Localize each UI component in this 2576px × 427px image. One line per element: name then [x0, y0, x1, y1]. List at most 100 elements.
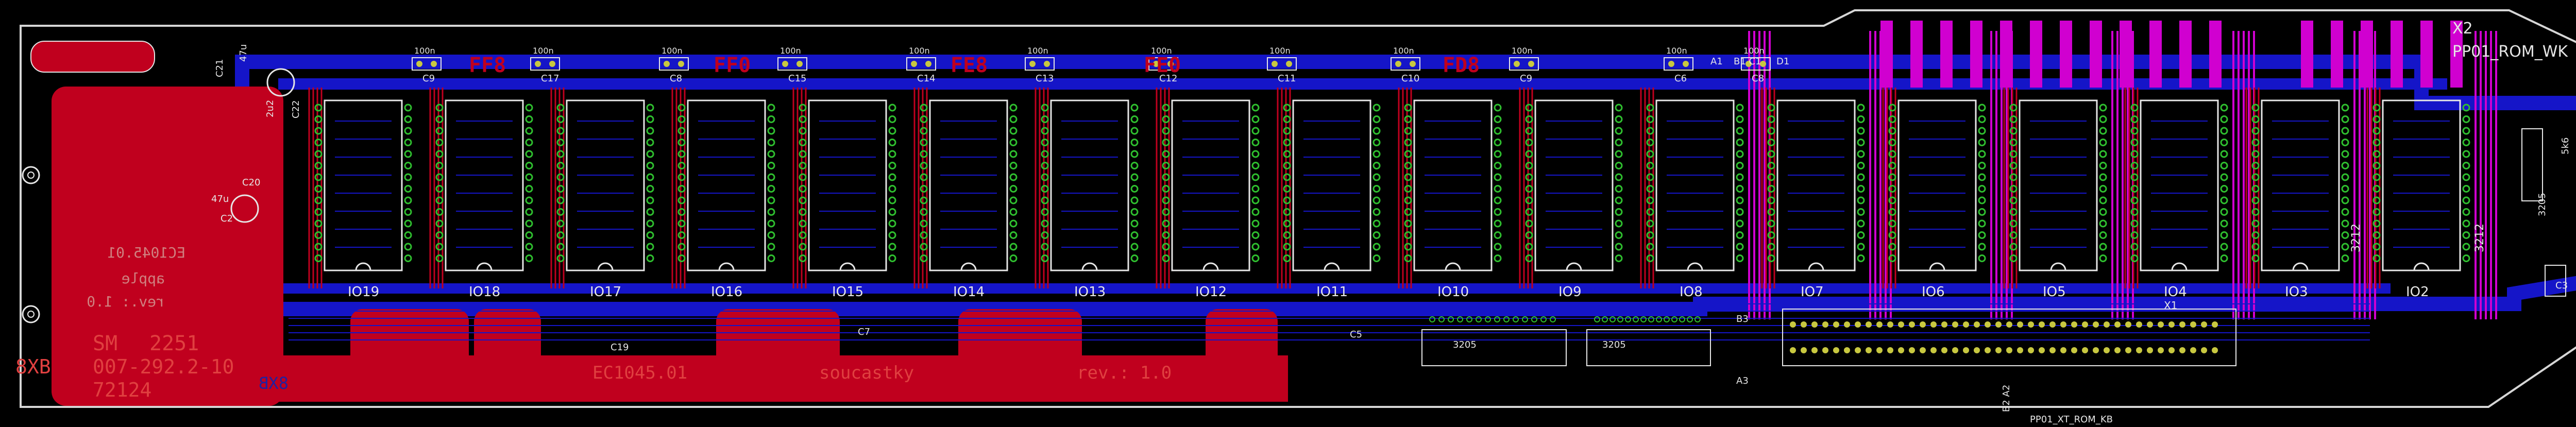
- label-sm: SM: [93, 332, 117, 355]
- ic-label: IO5: [2043, 284, 2066, 300]
- ic-pin: [1615, 127, 1623, 135]
- cap-body: [412, 57, 442, 71]
- ic-body: [2261, 99, 2340, 271]
- ic-body: [687, 99, 766, 271]
- ic-pin: [1404, 139, 1412, 146]
- ic-pin: [1372, 173, 1381, 181]
- ic-pin: [2251, 219, 2260, 228]
- ic-pin: [1857, 150, 1865, 158]
- ic-label: IO6: [1922, 284, 1945, 300]
- ic-pin: [1888, 243, 1896, 251]
- ic-pad: [1633, 316, 1639, 322]
- ic-pin: [1736, 173, 1744, 181]
- ic-pin: [2462, 231, 2470, 239]
- cap-body: [1148, 57, 1178, 71]
- ic-pin: [767, 173, 775, 181]
- connector-pad: [2017, 347, 2023, 353]
- ic-pin: [2251, 208, 2260, 216]
- ic-pin: [556, 243, 565, 251]
- ic-pin: [2220, 150, 2228, 158]
- ic-pin: [677, 173, 686, 181]
- ic-pin: [799, 162, 807, 169]
- ic-pin: [767, 115, 775, 123]
- ic-body: [2382, 99, 2461, 271]
- connector-pad: [1887, 321, 1893, 328]
- connector-pad: [1887, 347, 1893, 353]
- ic-pin: [677, 104, 686, 112]
- ic-pin: [2009, 173, 2018, 181]
- ic-pin: [525, 254, 533, 262]
- ic-pin: [1162, 196, 1170, 204]
- ic-notch: [1324, 262, 1340, 271]
- ic-pin: [2009, 127, 2018, 135]
- ic-pin: [1978, 185, 1986, 193]
- ic-pin: [2372, 115, 2381, 123]
- ic-label: IO19: [348, 284, 379, 300]
- ic-pin: [435, 173, 444, 181]
- ic-pin: [1857, 115, 1865, 123]
- connector-pad: [2028, 347, 2034, 353]
- connector-pin: [2331, 21, 2343, 88]
- ic-notch: [2050, 262, 2066, 271]
- cap-value: 100n: [1743, 46, 1765, 56]
- ic-pin: [1767, 150, 1775, 158]
- ic-body: [1413, 99, 1493, 271]
- ic-pin: [2341, 243, 2349, 251]
- cap-value: 100n: [1393, 46, 1414, 56]
- ic-pin: [888, 115, 896, 123]
- ic-pin: [1041, 231, 1049, 239]
- cap-body: [1509, 57, 1539, 71]
- connector-pad: [1898, 321, 1904, 328]
- ic-label: IO11: [1316, 284, 1348, 300]
- connector-pad: [1801, 321, 1807, 328]
- ic-pin: [1041, 127, 1049, 135]
- ic-label: IO9: [1558, 284, 1582, 300]
- ic-pin: [2462, 115, 2470, 123]
- connector-pad: [1898, 347, 1904, 353]
- ic-pin: [1888, 173, 1896, 181]
- ic-pin: [1162, 173, 1170, 181]
- bank-label-ff0: FF0: [714, 54, 751, 77]
- cap-pad: [549, 61, 555, 67]
- ic-pin: [1283, 185, 1291, 193]
- ic-pin: [1767, 231, 1775, 239]
- ic-pin: [1404, 115, 1412, 123]
- ic-pin: [1130, 139, 1139, 146]
- connector-pin: [2120, 21, 2132, 88]
- ic-pin: [1404, 127, 1412, 135]
- ic-pin: [314, 104, 323, 112]
- mounting-hole: [22, 305, 40, 323]
- ic-pin: [1162, 104, 1170, 112]
- x1-label: X1: [2164, 299, 2177, 312]
- ic-pin: [1009, 254, 1018, 262]
- ic-pin: [314, 127, 323, 135]
- ic-pin: [556, 150, 565, 158]
- ic-pin: [1615, 231, 1623, 239]
- ic-body: [929, 99, 1008, 271]
- ic-pin: [1130, 127, 1139, 135]
- cap-pad: [1668, 61, 1674, 67]
- connector-pad: [2136, 347, 2142, 353]
- ic-pin: [1283, 219, 1291, 228]
- ic-notch: [1081, 262, 1098, 271]
- ic-3205-b: [1586, 329, 1711, 366]
- edge-fingers: [278, 309, 1288, 402]
- ic-pin: [1978, 127, 1986, 135]
- ic-notch: [355, 262, 371, 271]
- connector-pad: [2082, 347, 2088, 353]
- ic-pin: [767, 185, 775, 193]
- label-3205c: 3205: [2537, 193, 2548, 216]
- ic-pin: [1646, 219, 1654, 228]
- ic-pin: [2462, 254, 2470, 262]
- ic-pin: [677, 243, 686, 251]
- connector-pin: [2450, 21, 2463, 88]
- connector-pin: [2090, 21, 2102, 88]
- ic-pin: [1978, 115, 1986, 123]
- ic-notch: [476, 262, 493, 271]
- elec-cap-c21: [266, 68, 295, 97]
- ic-pin: [799, 127, 807, 135]
- ic-pin: [2220, 127, 2228, 135]
- ic-pin: [556, 127, 565, 135]
- connector-pad: [2114, 321, 2121, 328]
- connector-pad: [2125, 321, 2131, 328]
